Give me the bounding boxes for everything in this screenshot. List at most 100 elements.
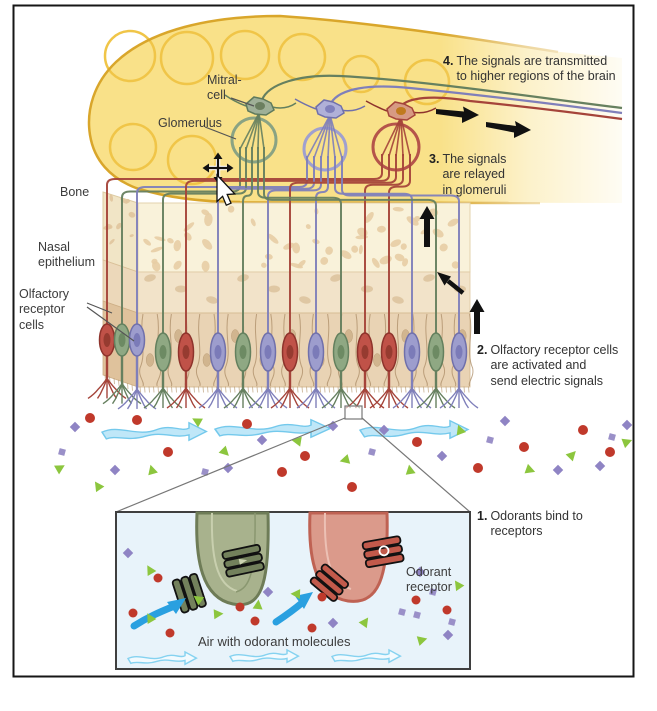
glomerulus-fan-line	[329, 114, 336, 159]
epithelium-top-nucleus	[206, 296, 218, 304]
molecule-green-triangle	[454, 580, 465, 592]
fringe-tick	[445, 386, 447, 393]
airflow-arrows	[101, 418, 469, 441]
molecule-green-triangle	[252, 599, 263, 610]
cilia	[330, 387, 342, 409]
fringe-tick	[306, 386, 308, 393]
molecule-purple-square	[608, 433, 616, 441]
fringe-tick	[238, 386, 240, 393]
glomerulus-outline	[103, 29, 157, 83]
cilia	[96, 378, 108, 399]
epithelium-top-nucleus	[330, 274, 342, 282]
support-cell	[355, 313, 360, 387]
molecule-green-triangle	[147, 565, 157, 576]
receptor-nucleus	[286, 345, 294, 359]
bone-speckle	[267, 233, 279, 244]
step-annotation-2: 2. Olfactory receptor cells are activate…	[477, 343, 618, 389]
up-left-arrow	[437, 272, 451, 286]
fringe-tick	[351, 386, 353, 393]
fringe-tick	[297, 386, 299, 393]
odorant-receptor-red-free	[309, 563, 350, 602]
support-cell	[224, 313, 230, 387]
fringe-tick	[211, 386, 213, 393]
epithelium-top-nucleus	[299, 296, 311, 304]
step-text: Odorants bind to receptors	[490, 509, 583, 539]
cilia	[458, 387, 470, 409]
cilia	[270, 387, 291, 409]
fringe-tick	[274, 386, 276, 393]
bone-speckle	[325, 246, 333, 255]
support-cell	[394, 313, 400, 387]
bone-speckle	[376, 225, 386, 233]
receptor-nucleus	[133, 333, 141, 347]
molecule-red-circle	[347, 482, 357, 492]
inset-box	[115, 511, 471, 670]
olfactory-receptor-cells	[87, 323, 479, 410]
step-number: 1.	[477, 509, 488, 523]
receptor-axon	[162, 147, 247, 333]
label-olfactory-receptor-cells: Olfactory receptor cells	[19, 287, 70, 332]
receptor-nucleus	[361, 345, 369, 359]
fringe-tick	[405, 386, 407, 393]
label-nasal-epithelium: Nasal epithelium	[38, 240, 95, 270]
fringe-tick	[247, 386, 249, 393]
fringe-tick	[450, 386, 452, 393]
cilia	[315, 387, 327, 409]
fringe-tick	[378, 386, 380, 393]
fringe-tick	[310, 386, 312, 393]
fringe-tick	[360, 386, 362, 393]
cilia	[152, 387, 164, 409]
mitral-cells	[224, 74, 623, 121]
molecule-green-triangle	[147, 613, 157, 624]
cilia	[392, 387, 413, 409]
cilia	[143, 387, 164, 409]
glomerulus-fan-line	[257, 112, 260, 150]
bone-speckle	[371, 257, 380, 268]
molecule-purple-square	[398, 608, 406, 616]
fringe-tick	[131, 384, 133, 391]
molecule-purple-square	[368, 448, 376, 456]
fringe-tick	[148, 386, 150, 393]
cilia	[111, 383, 123, 405]
cilia	[217, 387, 238, 409]
receptor-axon	[242, 147, 253, 333]
label-bone: Bone	[60, 185, 90, 199]
receptor-axon	[263, 147, 437, 333]
cilia	[321, 387, 342, 409]
odorant-receptor-green-b	[221, 543, 265, 578]
fringe-tick	[202, 386, 204, 393]
fringe-tick	[252, 386, 254, 393]
mitral-axon-green	[260, 74, 623, 110]
support-cell	[309, 313, 315, 387]
fringe-tick	[441, 386, 443, 393]
bone-speckle	[390, 239, 402, 248]
epithelium-top-nucleus	[268, 285, 280, 293]
molecule-purple-diamond	[436, 450, 448, 462]
receptor-nucleus	[432, 345, 440, 359]
receptor-axon	[106, 154, 383, 324]
cilia	[106, 378, 118, 399]
fringe-tick	[382, 386, 384, 393]
fringe-tick	[346, 386, 348, 393]
molecule-red-circle	[153, 573, 163, 583]
callout-rect	[344, 405, 363, 420]
step-number: 4.	[443, 54, 454, 68]
receptor-nucleus	[118, 333, 126, 347]
fringe-tick	[328, 386, 330, 393]
cilia	[267, 387, 288, 409]
bone-speckle	[167, 238, 174, 244]
glomerulus-outline	[277, 32, 327, 82]
glomerulus-fan-line	[251, 112, 260, 150]
bone-speckle	[143, 238, 152, 246]
bone-speckle	[150, 246, 163, 253]
molecule-red-circle	[317, 592, 327, 602]
bone-speckle	[250, 218, 256, 227]
fringe-tick	[193, 386, 195, 393]
receptor-axon	[185, 154, 390, 333]
step-annotation-4: 4. The signals are transmitted to higher…	[443, 54, 616, 85]
fringe-tick	[198, 386, 200, 393]
molecule-purple-square	[58, 448, 66, 456]
cilia	[136, 388, 148, 410]
molecule-purple-square	[448, 618, 456, 626]
cilia	[175, 387, 187, 409]
